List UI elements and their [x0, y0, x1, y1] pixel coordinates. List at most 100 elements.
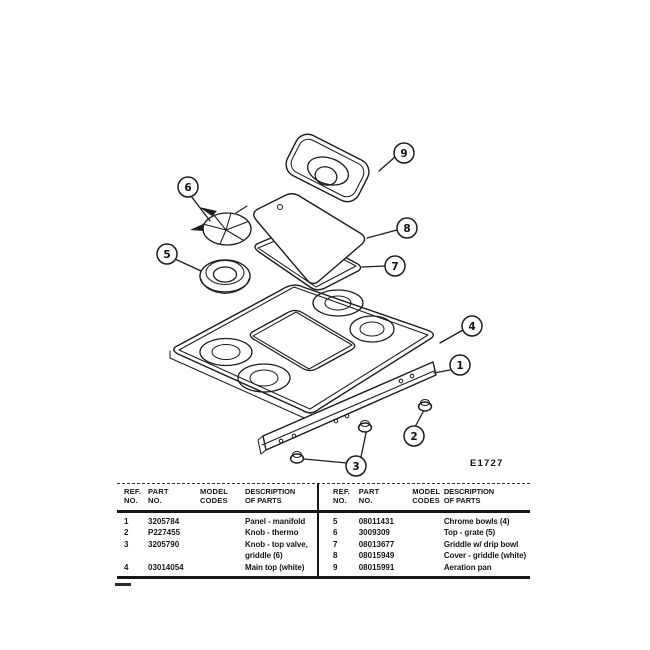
description-cell: Main top (white): [245, 562, 305, 572]
ref-no-header: REF.NO.: [124, 487, 142, 505]
part-no-cell: P227455: [148, 528, 181, 538]
ref-no-cell: 9: [333, 562, 338, 572]
part-no-cell: 08011431: [358, 517, 394, 526]
model-codes-cell: [412, 527, 444, 538]
ref-no-cell: 8: [333, 551, 338, 561]
griddle-opening: [249, 309, 356, 372]
table-row: 9 08015991 Aeration pan: [326, 562, 527, 573]
svg-text:6: 6: [184, 182, 191, 194]
leader-lines: [174, 156, 464, 464]
svg-text:3: 3: [352, 461, 359, 473]
model-codes-cell: [412, 562, 444, 573]
part-knob: [357, 419, 373, 433]
model-codes-cell: [412, 516, 444, 527]
cover-hole: [276, 203, 284, 211]
leader-line-9: [378, 156, 396, 172]
part-no-cell: 3205790: [148, 539, 180, 549]
ref-no-cell: 7: [333, 539, 338, 549]
table-row: 2 P227455 Knob - thermo: [117, 527, 318, 538]
ref-no-cell: 6: [333, 528, 338, 538]
table-row: 7 08013677 Griddle w/ drip bowl: [326, 539, 527, 550]
part-griddle-cover: [253, 193, 366, 285]
description-cell: Top - grate (5): [443, 528, 496, 538]
table-top-border: [117, 483, 530, 484]
svg-text:9: 9: [400, 148, 407, 160]
table-row: 6 3009309 Top - grate (5): [326, 527, 527, 538]
model-codes-cell: [200, 527, 245, 538]
description-cell: Cover - griddle (white): [443, 551, 527, 561]
callout-5: 5: [156, 243, 178, 265]
leader-line-6: [190, 195, 211, 222]
description-cell: Griddle w/ drip bowl: [443, 539, 519, 549]
svg-text:8: 8: [403, 223, 410, 235]
ref-no-cell: 5: [333, 517, 338, 526]
svg-text:4: 4: [468, 321, 475, 333]
svg-text:1: 1: [456, 360, 463, 372]
leader-line-4: [439, 329, 464, 344]
callout-9: 9: [393, 142, 415, 164]
part-no-cell: 3205784: [148, 517, 180, 526]
part-chrome-bowl: [199, 259, 251, 295]
table-bottom-rule: [117, 576, 530, 579]
part-no-cell: 3009309: [358, 528, 390, 538]
ref-no-cell: 3: [124, 539, 129, 549]
description-cell: Knob - top valve, griddle (6): [245, 539, 308, 561]
ref-no-cell: 1: [124, 517, 129, 526]
table-row: 5 08011431 Chrome bowls (4): [326, 516, 527, 527]
table-row: 1 3205784 Panel - manifold: [117, 516, 318, 527]
leader-line-7: [361, 265, 386, 268]
manifold-holes: [278, 373, 415, 444]
callout-8: 8: [396, 217, 418, 239]
table-rows: 1 3205784 Panel - manifold 2 P227455 Kno…: [117, 516, 318, 573]
burner-opening-top: [312, 289, 364, 317]
figure-code: E1727: [470, 458, 503, 469]
callout-2: 2: [403, 425, 425, 447]
description-cell: Knob - thermo: [245, 528, 299, 538]
model-codes-cell: [412, 539, 444, 550]
table-rows: 5 08011431 Chrome bowls (4) 6 3009309 To…: [326, 516, 527, 573]
part-main-top: [169, 284, 435, 422]
svg-text:2: 2: [410, 431, 417, 443]
table-row: 4 03014054 Main top (white): [117, 562, 318, 573]
callout-6: 6: [177, 176, 199, 198]
leader-line-3: [303, 432, 367, 464]
part-aeration-pan: [285, 133, 370, 203]
leader-line-8: [366, 229, 398, 239]
burner-opening-left: [199, 337, 253, 367]
callout-4: 4: [461, 315, 483, 337]
part-no-cell: 03014054: [148, 562, 184, 572]
part-burner-grate: [190, 205, 252, 246]
model-codes-cell: [200, 562, 245, 573]
table-column-divider: [317, 483, 319, 578]
callout-7: 7: [384, 255, 406, 277]
callout-3: 3: [345, 455, 367, 477]
scan-artifact-dash: [115, 583, 131, 586]
description-cell: Panel - manifold: [245, 517, 306, 526]
leader-line-2: [414, 411, 424, 428]
table-row: 8 08015949 Cover - griddle (white): [326, 550, 527, 561]
svg-text:7: 7: [391, 261, 398, 273]
part-no-cell: 08015991: [358, 562, 395, 572]
leader-line-5: [174, 258, 202, 272]
part-manifold-panel: [257, 361, 437, 455]
table-row: 3 3205790 Knob - top valve, griddle (6): [117, 539, 318, 562]
model-codes-cell: [412, 550, 444, 561]
part-knob: [417, 398, 433, 412]
callout-1: 1: [449, 354, 471, 376]
description-cell: Chrome bowls (4): [443, 517, 510, 526]
part-knob: [289, 450, 305, 464]
burner-opening-right: [349, 315, 395, 343]
model-codes-cell: [200, 539, 245, 562]
description-cell: Aeration pan: [443, 562, 492, 572]
